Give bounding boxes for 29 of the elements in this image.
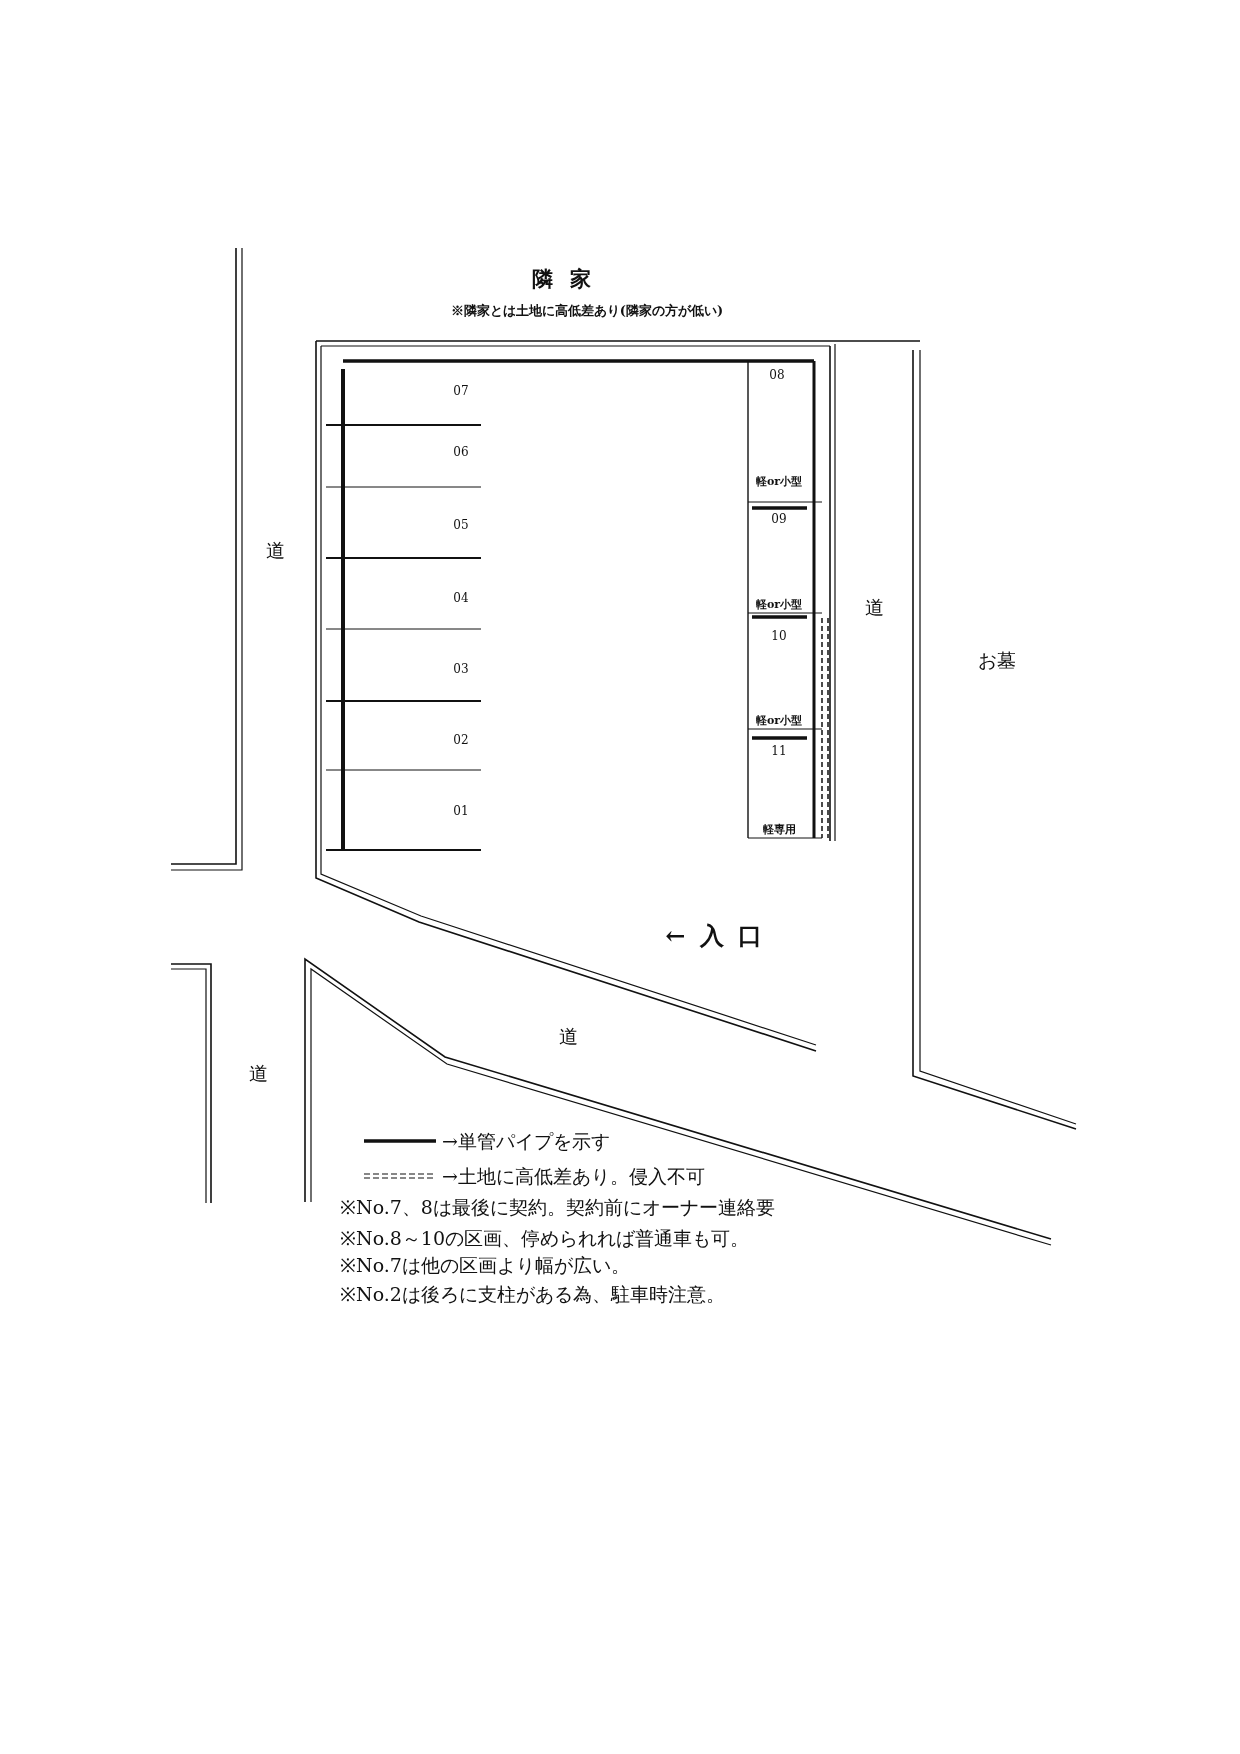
size-restriction: 軽専用 [762,823,796,835]
space-number: 10 [771,630,787,642]
size-restriction: 軽or小型 [755,714,803,726]
road-label: 道 [558,1026,578,1046]
space-number: 05 [453,519,469,531]
note-text: ※No.2は後ろに支柱がある為、駐車時注意。 [340,1284,725,1304]
road-label: 道 [265,540,285,560]
height-note: ※隣家とは土地に高低差あり(隣家の方が低い) [450,303,724,317]
note-text: ※No.7は他の区画より幅が広い。 [340,1255,630,1275]
size-restriction: 軽or小型 [755,475,803,487]
space-number: 06 [453,446,469,458]
space-number: 07 [453,385,469,397]
space-number: 11 [771,745,787,757]
space-number: 09 [771,513,787,525]
road-label: 道 [864,597,884,617]
space-number: 01 [453,805,469,817]
entrance-label: ←入口 [665,924,777,948]
size-restriction: 軽or小型 [755,598,803,610]
space-number: 04 [453,592,469,604]
cemetery-label: お墓 [978,650,1016,670]
space-number: 08 [769,369,785,381]
space-number: 03 [453,663,469,675]
road-label: 道 [248,1063,268,1083]
legend-text: →単管パイプを示す [442,1131,610,1151]
neighbor-label: 隣家 [532,267,608,289]
legend-text: →土地に高低差あり。侵入不可 [442,1166,705,1186]
space-number: 02 [453,734,469,746]
note-text: ※No.8～10の区画、停められれば普通車も可。 [340,1228,750,1248]
note-text: ※No.7、8は最後に契約。契約前にオーナー連絡要 [340,1197,775,1217]
